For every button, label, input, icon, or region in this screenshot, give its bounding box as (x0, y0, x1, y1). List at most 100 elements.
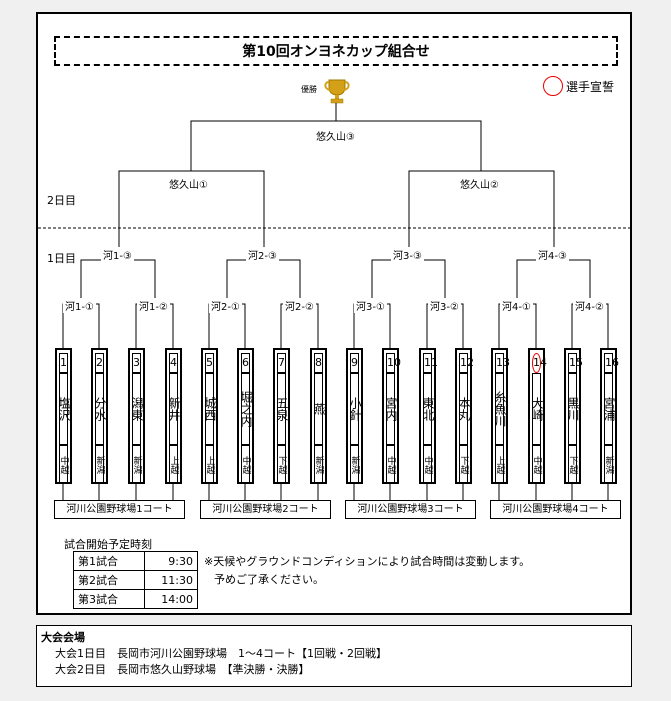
oath-circle-icon (543, 76, 563, 96)
champion-label: 優勝 (301, 85, 317, 94)
team-number-oath: 14 (532, 353, 547, 373)
team-area: 新潟 (604, 445, 614, 484)
note-line-2: 予めご了承ください。 (214, 573, 324, 586)
team-area: 新潟 (350, 445, 360, 484)
team-area: 上越 (495, 445, 505, 484)
team-number: 11 (423, 353, 438, 373)
round1-label-5: 河3-① (354, 298, 387, 313)
team-area: 下越 (568, 445, 578, 484)
round2-label-2: 河2-③ (246, 247, 279, 262)
team-name: 塩沢 (57, 373, 71, 445)
team-number: 2 (95, 353, 104, 373)
team-number: 5 (205, 353, 214, 373)
team-name: 本丸 (457, 373, 471, 445)
team-number: 3 (132, 353, 141, 373)
venue-line-2: 大会2日目 長岡市悠久山野球場 【準決勝・決勝】 (55, 663, 310, 676)
page-title: 第10回オンヨネカップ組合せ (54, 36, 618, 66)
game-cell: 第3試合 (73, 589, 145, 609)
round2-label-3: 河3-③ (391, 247, 424, 262)
team-number: 1 (59, 353, 68, 373)
trophy-icon (324, 79, 350, 104)
team-name: 糸魚川 (493, 373, 507, 445)
team-area: 新潟 (132, 445, 142, 484)
venue-box: 大会会場 大会1日目 長岡市河川公園野球場 1～4コート【1回戦・2回戦】 大会… (36, 625, 632, 687)
team-number: 12 (459, 353, 474, 373)
team-number: 16 (604, 353, 619, 373)
team-number: 8 (314, 353, 323, 373)
time-cell: 14:00 (144, 589, 198, 609)
venue-title: 大会会場 (41, 631, 85, 644)
team-name: 大崎 (530, 373, 544, 445)
team-area: 中越 (532, 445, 542, 484)
final-label: 悠久山③ (314, 128, 357, 143)
team-name: 五泉 (275, 373, 289, 445)
team-number: 9 (350, 353, 359, 373)
weather-note: ※天候やグラウンドコンディションにより試合時間は変動します。 予めご了承ください… (204, 553, 530, 589)
day1-label: 1日目 (47, 252, 76, 265)
round1-label-7: 河4-① (500, 298, 533, 313)
semi-label-1: 悠久山① (167, 176, 210, 191)
team-number: 4 (169, 353, 178, 373)
team-number: 7 (277, 353, 286, 373)
team-name: 宮浦 (602, 373, 616, 445)
team-area: 中越 (423, 445, 433, 484)
team-name: 分水 (93, 373, 107, 445)
team-area: 中越 (241, 445, 251, 484)
schedule-title: 試合開始予定時刻 (64, 538, 152, 551)
semi-label-2: 悠久山② (458, 176, 501, 191)
game-cell: 第1試合 (73, 551, 145, 571)
day2-label: 2日目 (47, 194, 76, 207)
team-number: 6 (241, 353, 250, 373)
team-name: 新井 (167, 373, 181, 445)
team-name: 黒川 (566, 373, 580, 445)
court-label-3: 河川公園野球場3コート (345, 500, 476, 519)
team-name: 小針 (348, 373, 362, 445)
team-area: 下越 (277, 445, 287, 484)
time-cell: 11:30 (144, 570, 198, 590)
team-name: 宮内 (384, 373, 398, 445)
time-cell: 9:30 (144, 551, 198, 571)
round1-label-2: 河1-② (137, 298, 170, 313)
round1-label-3: 河2-① (209, 298, 242, 313)
team-name: 燕 (312, 373, 326, 445)
team-name: 潟東 (130, 373, 144, 445)
team-area: 上越 (169, 445, 179, 484)
team-area: 新潟 (314, 445, 324, 484)
team-name: 堀之内 (239, 373, 253, 445)
oath-legend: 選手宣誓 (543, 76, 614, 96)
round1-label-4: 河2-② (283, 298, 316, 313)
court-label-2: 河川公園野球場2コート (200, 500, 331, 519)
team-number: 15 (568, 353, 583, 373)
team-name: 東北 (421, 373, 435, 445)
court-label-4: 河川公園野球場4コート (490, 500, 621, 519)
round1-label-1: 河1-① (63, 298, 96, 313)
court-label-1: 河川公園野球場1コート (54, 500, 185, 519)
team-area: 中越 (386, 445, 396, 484)
note-line-1: ※天候やグラウンドコンディションにより試合時間は変動します。 (204, 555, 531, 568)
team-area: 新潟 (95, 445, 105, 484)
team-area: 中越 (59, 445, 69, 484)
round1-label-6: 河3-② (428, 298, 461, 313)
game-cell: 第2試合 (73, 570, 145, 590)
round1-label-8: 河4-② (573, 298, 606, 313)
round2-label-4: 河4-③ (536, 247, 569, 262)
